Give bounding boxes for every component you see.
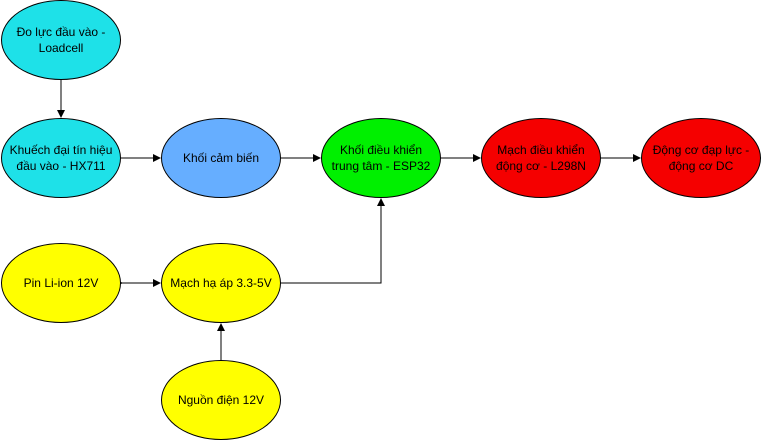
loadcell-node-label: Đo lực đầu vào - Loadcell (16, 25, 106, 55)
dc-motor-node-label: Động cơ đạp lực - động cơ DC (652, 143, 750, 173)
sensor-block-node-label: Khối cảm biến (182, 151, 260, 165)
edge-buck-esp32 (281, 198, 385, 284)
buck-converter-node-label: Mạch hạ áp 3.3-5V (170, 276, 272, 290)
l298n-driver-node: Mạch điều khiển động cơ - L298N (481, 118, 601, 198)
esp32-controller-node-label: Khối điều khiển trung tâm - ESP32 (331, 143, 431, 173)
loadcell-node: Đo lực đầu vào - Loadcell (1, 0, 121, 80)
hx711-node: Khuếch đại tín hiệu đầu vào - HX711 (1, 118, 121, 198)
dc-motor-node: Động cơ đạp lực - động cơ DC (641, 118, 761, 198)
battery-node: Pin Li-ion 12V (1, 243, 121, 323)
battery-node-label: Pin Li-ion 12V (23, 276, 99, 290)
power-supply-node-label: Nguồn điện 12V (177, 393, 265, 407)
esp32-controller-node: Khối điều khiển trung tâm - ESP32 (321, 118, 441, 198)
buck-converter-node: Mạch hạ áp 3.3-5V (161, 243, 281, 323)
sensor-block-node: Khối cảm biến (161, 118, 281, 198)
power-supply-node: Nguồn điện 12V (161, 360, 281, 440)
l298n-driver-node-label: Mạch điều khiển động cơ - L298N (496, 143, 586, 173)
hx711-node-label: Khuếch đại tín hiệu đầu vào - HX711 (9, 143, 113, 173)
